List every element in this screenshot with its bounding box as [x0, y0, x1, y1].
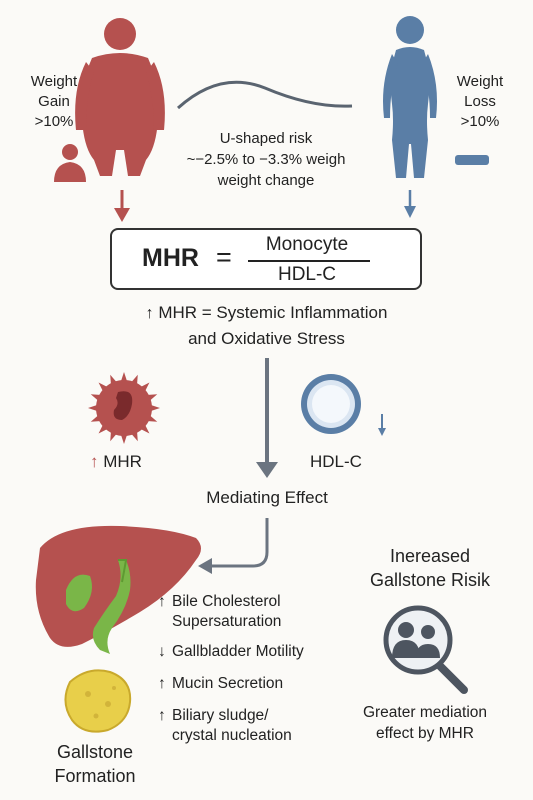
- effect-item: ↑ Bile Cholesterol Supersaturation: [158, 592, 348, 632]
- up-arrow-icon: ↑: [90, 452, 99, 471]
- monocyte-spike: [120, 433, 128, 444]
- mhr-cell-label: ↑ MHR: [90, 452, 142, 472]
- minus-icon: [455, 155, 489, 165]
- u-shaped-risk-text: U-shaped risk ~−2.5% to −3.3% weigh weig…: [150, 128, 382, 191]
- up-arrow-icon: ↑: [145, 305, 154, 322]
- mediation-line2: effect by MHR: [376, 725, 474, 742]
- u-shaped-line2: ~−2.5% to −3.3% weigh: [186, 151, 346, 168]
- child-person-icon: [54, 144, 86, 182]
- weight-loss-line1: Weight: [456, 73, 504, 90]
- mhr-formula-lhs: MHR: [142, 244, 199, 272]
- effect-item: ↑ Biliary sludge/ crystal nucleation: [158, 706, 348, 746]
- fraction-bar: [248, 260, 370, 262]
- hdl-cell-label: HDL-C: [310, 452, 362, 471]
- monocyte-spike: [120, 372, 128, 383]
- obese-body-icon: [75, 18, 165, 176]
- flow-arrow-main-head: [256, 462, 278, 478]
- inflammation-line1: ↑ MHR = Systemic Inflammation: [100, 300, 433, 326]
- effect-line2: Supersaturation: [172, 613, 282, 630]
- gallstone-line2: Formation: [54, 766, 136, 786]
- u-shaped-curve: [176, 80, 353, 110]
- mediation-line1: Greater mediation: [362, 704, 488, 721]
- gallstone-line1: Gallstone: [56, 742, 134, 762]
- effect-item: ↑ Mucin Secretion: [158, 674, 348, 694]
- weight-loss-line3: >10%: [460, 113, 500, 130]
- weight-gain-line1: Weight: [30, 73, 78, 90]
- effect-line1: Mucin Secretion: [172, 675, 284, 692]
- mhr-cell-label-text: MHR: [103, 452, 142, 471]
- effect-line1: Biliary sludge/: [172, 707, 269, 724]
- down-arrow-icon: ↓: [158, 643, 166, 660]
- up-arrow-icon: ↑: [158, 675, 166, 692]
- weight-gain-line3: >10%: [34, 113, 74, 130]
- gallstone-icon: [64, 669, 132, 733]
- monocyte-spike: [88, 404, 99, 412]
- hdl-down-arrow-head: [378, 428, 386, 436]
- weight-loss-line2: Loss: [464, 93, 496, 110]
- weight-gain-line2: Gain: [38, 93, 70, 110]
- effect-line1: Gallbladder Motility: [172, 643, 304, 660]
- mediation-note: Greater mediation effect by MHR: [340, 702, 510, 744]
- inflammation-text: ↑ MHR = Systemic Inflammation and Oxidat…: [100, 300, 433, 351]
- increased-risk-heading: Inereased Gallstone Risik: [350, 544, 510, 592]
- loss-arrow-head: [404, 206, 416, 218]
- mhr-formula-denominator: HDL-C: [277, 264, 337, 285]
- flow-arrow-to-liver-head: [198, 558, 212, 574]
- risk-line1: Inereased: [389, 546, 471, 566]
- risk-line2: Gallstone Risik: [369, 570, 491, 590]
- mhr-formula-equals: =: [216, 242, 232, 272]
- up-arrow-icon: ↑: [158, 707, 166, 724]
- effect-line1: Bile Cholesterol: [172, 593, 281, 610]
- monocyte-cell-icon: [88, 372, 160, 444]
- hdl-particle-icon: [301, 374, 361, 434]
- inflammation-line1-text: MHR = Systemic Inflammation: [158, 303, 388, 322]
- weight-loss-label: Weight Loss >10%: [440, 72, 520, 132]
- flow-arrow-to-liver: [206, 518, 269, 568]
- effect-text: Bile Cholesterol Supersaturation: [172, 592, 281, 632]
- gain-arrow-head: [114, 208, 130, 222]
- liver-icon: [35, 525, 202, 654]
- up-arrow-icon: ↑: [158, 593, 166, 610]
- magnifier-people-icon: [383, 605, 468, 694]
- mhr-formula-numerator: Monocyte: [265, 234, 349, 255]
- gallstone-formation-label: Gallstone Formation: [30, 740, 160, 788]
- mediating-effect-label: Mediating Effect: [206, 488, 328, 507]
- effect-item: ↓ Gallbladder Motility: [158, 642, 348, 662]
- u-shaped-line1: U-shaped risk: [219, 130, 313, 147]
- inflammation-line2: and Oxidative Stress: [188, 329, 345, 348]
- effects-list: ↑ Bile Cholesterol Supersaturation ↓ Gal…: [158, 592, 348, 746]
- monocyte-spike: [149, 404, 160, 412]
- effect-text: Biliary sludge/ crystal nucleation: [172, 706, 292, 746]
- weight-gain-label: Weight Gain >10%: [18, 72, 90, 132]
- effect-line2: crystal nucleation: [172, 727, 292, 744]
- u-shaped-line3: weight change: [217, 172, 315, 189]
- slim-body-icon: [383, 16, 437, 178]
- mhr-formula-box: MHR = Monocyte HDL-C: [110, 228, 422, 290]
